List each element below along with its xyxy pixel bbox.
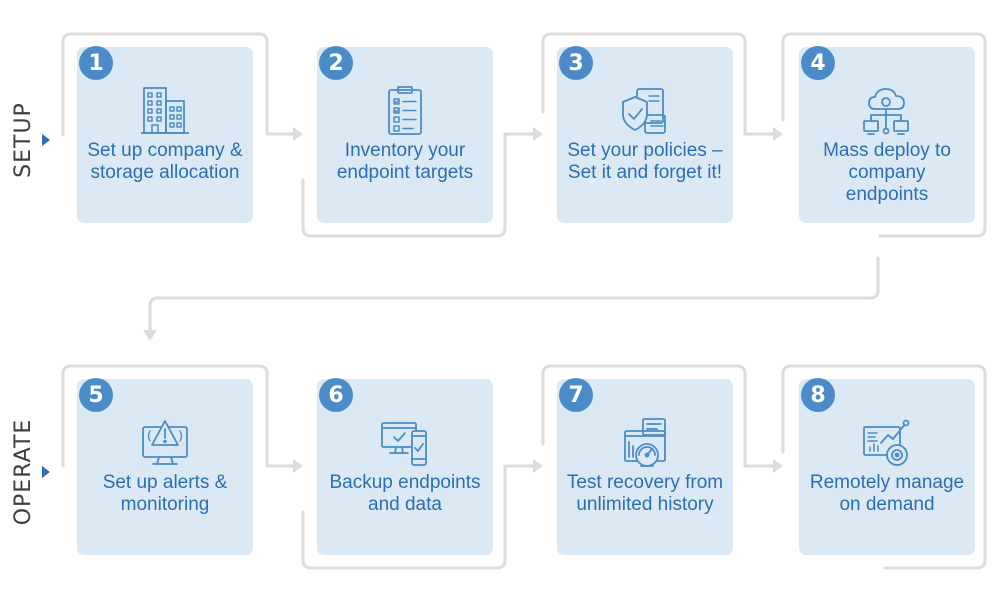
step-label: Test recovery from unlimited history xyxy=(566,472,724,515)
step-label: Set your policies – Set it and forget it… xyxy=(567,140,723,183)
step-8-frame xyxy=(781,364,987,570)
checklist-clipboard-icon xyxy=(388,86,422,135)
arrow-2-3 xyxy=(533,127,543,141)
step-5-frame xyxy=(61,364,295,468)
setup-to-operate-connector xyxy=(148,256,880,332)
step-2-frame xyxy=(301,132,535,238)
arrow-4-5 xyxy=(143,330,157,341)
step-4-frame xyxy=(781,32,987,238)
step-card-3: 3 Set your policies – Set it and forget … xyxy=(557,46,733,223)
step-card-2: 2 Inventory your endpoint targets xyxy=(317,46,493,223)
step-number-badge: 8 xyxy=(801,378,835,412)
setup-marker-icon xyxy=(42,134,50,146)
remote-manage-icon xyxy=(863,419,910,466)
step-card-7: 7 Test recovery from unlimited history xyxy=(557,378,733,555)
shield-policy-icon xyxy=(622,88,666,134)
step-label: Backup endpoints and data xyxy=(329,472,481,515)
step-number-badge: 7 xyxy=(559,378,593,412)
step-6-frame xyxy=(301,464,535,570)
step-card-6: 6 Backup endpoints and data xyxy=(317,378,493,555)
stage-label-operate: OPERATE xyxy=(10,418,36,526)
step-7-frame xyxy=(541,364,775,468)
step-1-frame xyxy=(61,32,295,137)
step-card-4: 4 Mass deploy to company endpoints xyxy=(799,46,975,223)
arrow-7-8 xyxy=(773,459,783,473)
step-number-badge: 3 xyxy=(559,46,593,80)
step-number-badge: 2 xyxy=(319,46,353,80)
step-card-8: 8 Remotely manage on demand xyxy=(799,378,975,555)
step-card-5: 5 Set up alerts & monitoring xyxy=(77,378,253,555)
step-label: Mass deploy to company endpoints xyxy=(823,140,951,205)
step-card-1: 1 Set up company & storage allocation xyxy=(77,46,253,223)
step-label: Set up company & storage allocation xyxy=(87,140,243,183)
step-number-badge: 6 xyxy=(319,378,353,412)
step-number-badge: 5 xyxy=(79,378,113,412)
step-number-badge: 4 xyxy=(801,46,835,80)
arrow-1-2 xyxy=(293,127,303,141)
arrow-3-4 xyxy=(773,127,783,141)
arrow-5-6 xyxy=(293,459,303,473)
recovery-gauge-icon xyxy=(624,418,666,467)
step-label: Inventory your endpoint targets xyxy=(336,140,474,183)
monitor-alert-icon xyxy=(142,420,188,465)
arrow-6-7 xyxy=(533,459,543,473)
buildings-icon xyxy=(141,87,189,134)
devices-backup-icon xyxy=(381,422,427,466)
cloud-deploy-icon xyxy=(863,88,909,135)
stage-label-setup: SETUP xyxy=(10,102,36,178)
step-3-frame xyxy=(541,32,775,136)
step-label: Set up alerts & monitoring xyxy=(102,472,228,515)
step-label: Remotely manage on demand xyxy=(809,472,965,515)
operate-marker-icon xyxy=(42,466,50,478)
step-number-badge: 1 xyxy=(79,46,113,80)
